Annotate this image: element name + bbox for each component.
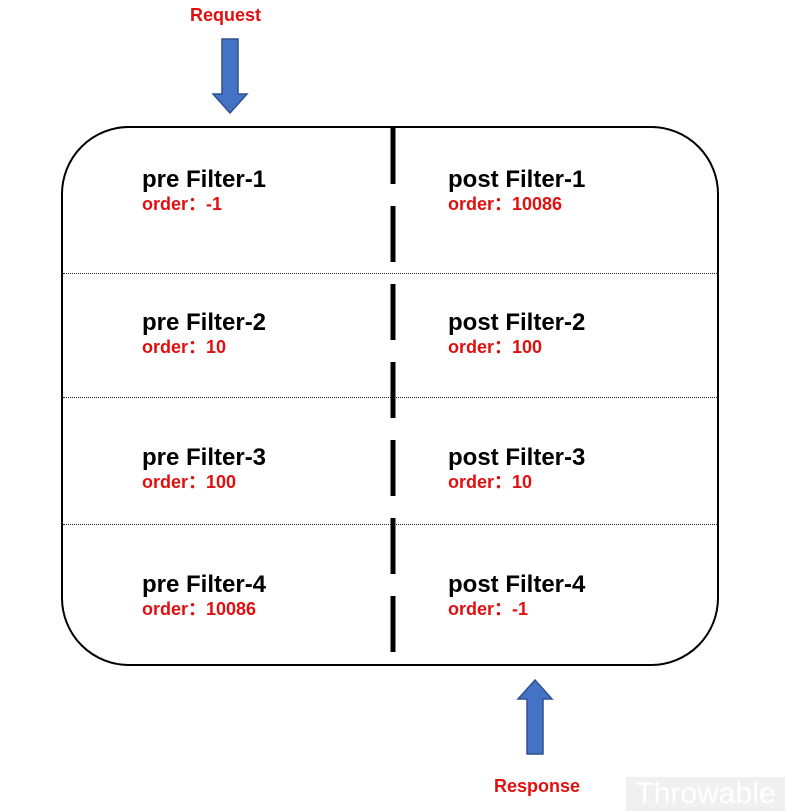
row-separator — [63, 397, 717, 398]
request-label: Request — [190, 5, 262, 25]
pre-filter-3-name: pre Filter-3 — [142, 444, 267, 471]
pre-filter-1-order: order：-1 — [142, 194, 223, 214]
post-filter-3-order: order：10 — [448, 472, 533, 492]
row-separator — [63, 273, 717, 274]
pre-post-divider — [390, 128, 396, 664]
pre-filter-2-name: pre Filter-2 — [142, 309, 267, 336]
post-filter-1-order: order：10086 — [448, 194, 563, 214]
pre-filter-4-name: pre Filter-4 — [142, 571, 267, 598]
response-label: Response — [494, 776, 581, 796]
post-filter-3-name: post Filter-3 — [448, 444, 586, 471]
post-filter-3: post Filter-3 order：10 — [448, 445, 585, 493]
pre-filter-3: pre Filter-3 order：100 — [142, 445, 266, 493]
pre-filter-1-name: pre Filter-1 — [142, 166, 267, 193]
pre-filter-4-order: order：10086 — [142, 599, 257, 619]
row-separator — [63, 524, 717, 525]
post-filter-4-order: order：-1 — [448, 599, 529, 619]
post-filter-2: post Filter-2 order：100 — [448, 310, 585, 358]
post-filter-1: post Filter-1 order：10086 — [448, 167, 585, 215]
pre-filter-3-order: order：100 — [142, 472, 237, 492]
filter-chain-container: pre Filter-1 order：-1 post Filter-1 orde… — [61, 126, 719, 666]
pre-filter-2-order: order：10 — [142, 337, 227, 357]
request-arrow-icon — [211, 38, 249, 115]
pre-filter-4: pre Filter-4 order：10086 — [142, 572, 266, 620]
pre-filter-2: pre Filter-2 order：10 — [142, 310, 266, 358]
response-arrow-icon — [516, 678, 554, 755]
post-filter-4-name: post Filter-4 — [448, 571, 586, 598]
post-filter-2-order: order：100 — [448, 337, 543, 357]
post-filter-1-name: post Filter-1 — [448, 166, 586, 193]
post-filter-2-name: post Filter-2 — [448, 309, 586, 336]
watermark-text: Throwable — [626, 777, 785, 811]
pre-filter-1: pre Filter-1 order：-1 — [142, 167, 266, 215]
post-filter-4: post Filter-4 order：-1 — [448, 572, 585, 620]
